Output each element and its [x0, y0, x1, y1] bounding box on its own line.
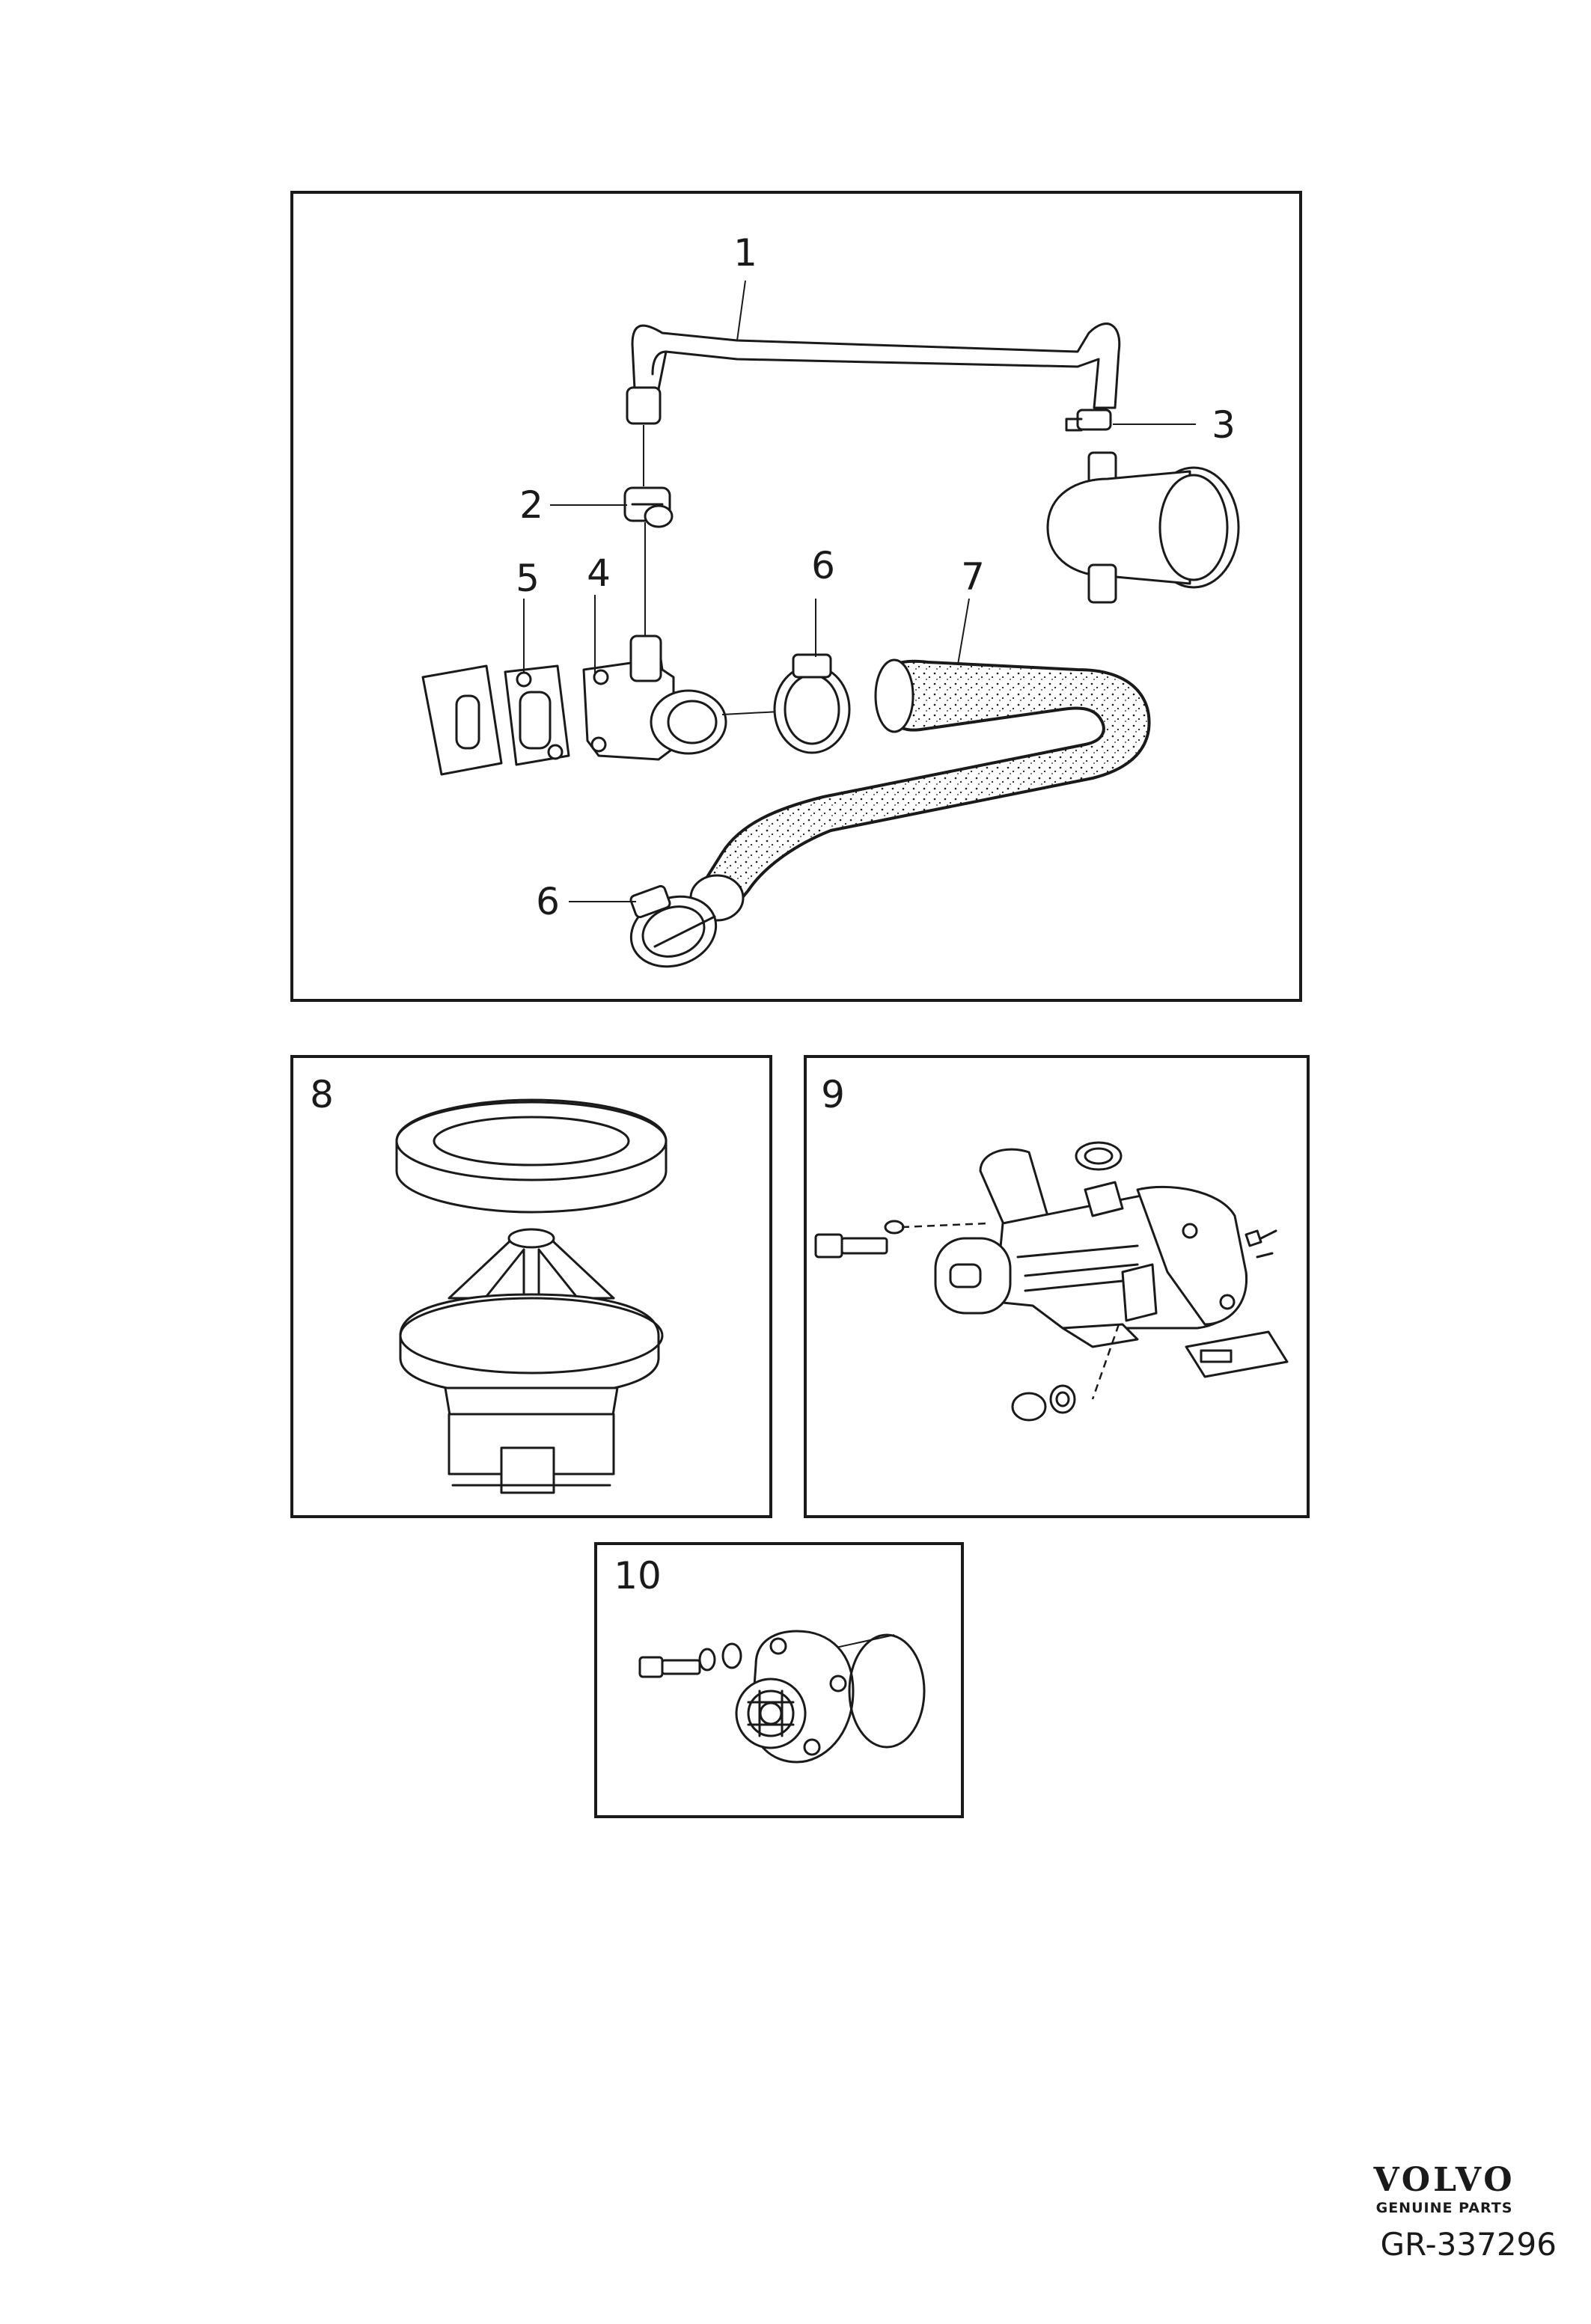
callout-7: 7 [961, 555, 985, 599]
callout-3: 3 [1212, 403, 1236, 447]
panel-10-water-pump [594, 1542, 964, 1818]
callout-1: 1 [733, 231, 757, 275]
leader-lines [523, 280, 1196, 902]
part-6-hose-clamp-lower [629, 884, 718, 968]
diagram-reference-number: GR-337296 [1380, 2226, 1557, 2263]
callout-4: 4 [587, 551, 611, 595]
volvo-logo: VOLVO [1373, 2161, 1515, 2199]
callout-5: 5 [516, 557, 540, 600]
panel-9-water-pump [804, 1055, 1310, 1518]
part-1-bypass-hose [626, 322, 1121, 425]
callout-10: 10 [614, 1554, 662, 1597]
callout-6-upper: 6 [811, 544, 835, 587]
part-8-thermostat [395, 1098, 668, 1494]
callout-6-lower: 6 [536, 880, 560, 923]
part-10-water-pump [638, 1630, 926, 1764]
panel-8-thermostat [290, 1055, 772, 1518]
callout-8: 8 [310, 1073, 334, 1116]
panel-main-assembly [290, 191, 1302, 1002]
volvo-branding: VOLVO GENUINE PARTS [1332, 2162, 1557, 2218]
part-6-hose-clamp-upper [773, 653, 851, 754]
callout-9: 9 [821, 1073, 845, 1116]
callout-2: 2 [519, 483, 543, 527]
part-9-water-pump [934, 1141, 1248, 1348]
part-5-gasket [421, 664, 570, 776]
part-4-thermostat-housing [582, 634, 727, 761]
part-3-clamp [1065, 409, 1112, 432]
part-9-bolts-and-nuts [814, 1220, 1289, 1422]
part-7-radiator-hose [689, 658, 1151, 922]
brand-tagline: GENUINE PARTS [1375, 2200, 1513, 2216]
part-thermostat-outlet-housing [1046, 451, 1240, 604]
part-2-clamp [623, 486, 674, 528]
